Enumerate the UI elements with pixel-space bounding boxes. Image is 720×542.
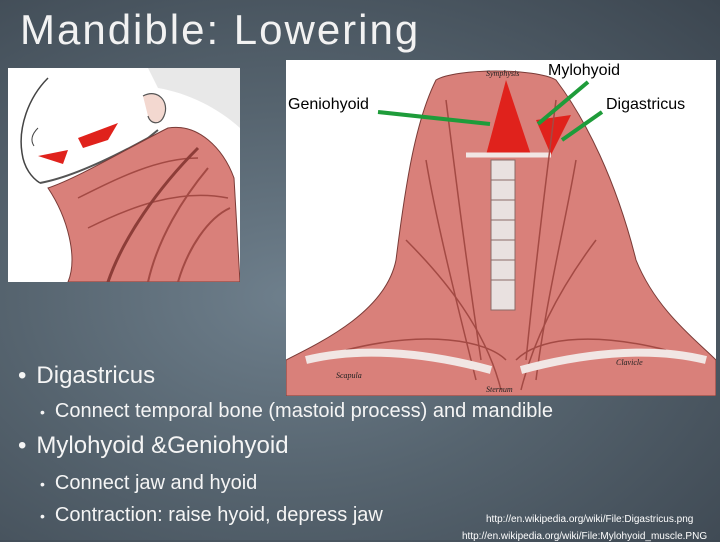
symphysis-label: Symphysis [486, 69, 519, 78]
digastricus-label: Digastricus [606, 96, 686, 113]
bullet-digastricus: •Digastricus [18, 362, 156, 389]
bullet-dot: • [40, 508, 45, 524]
side-neck-illustration [8, 68, 240, 282]
mylohyoid-label: Mylohyoid [548, 62, 621, 79]
digastricus-pointer [560, 110, 604, 142]
scapula-label: Scapula [336, 371, 362, 380]
digastricus-highlight [536, 115, 571, 155]
mylohyoid-highlight [486, 80, 531, 155]
geniohyoid-label: Geniohyoid [288, 96, 369, 113]
bullet-dot: • [40, 404, 45, 420]
bullet-dot: • [18, 432, 27, 459]
digastric-anterior-highlight [38, 150, 68, 164]
slide-title: Mandible: Lowering [20, 6, 421, 53]
source-link-mylohyoid[interactable]: http://en.wikipedia.org/wiki/File:Mylohy… [462, 531, 708, 542]
clavicle-label: Clavicle [616, 358, 643, 367]
bullet-dot: • [18, 362, 27, 389]
bullet-dot: • [40, 476, 45, 492]
geniohyoid-pointer [377, 110, 491, 126]
mylohyoid-pointer [536, 80, 590, 126]
front-neck-drawing: Symphysis Sternum Scapula Clavicle [286, 60, 716, 396]
source-link-digastricus[interactable]: http://en.wikipedia.org/wiki/File:Digast… [486, 514, 694, 525]
sub-bullet-jaw-hyoid: •Connect jaw and hyoid [40, 472, 258, 494]
digastric-posterior-highlight [78, 123, 118, 148]
bullet-mylohyoid-geniohyoid: •Mylohyoid &Geniohyoid [18, 432, 289, 459]
sternum-label: Sternum [486, 385, 513, 394]
sub-bullet-contraction: •Contraction: raise hyoid, depress jaw [40, 504, 383, 526]
front-neck-illustration: Symphysis Sternum Scapula Clavicle [286, 60, 716, 396]
sub-bullet-digastricus-connection: •Connect temporal bone (mastoid process)… [40, 400, 553, 422]
side-neck-drawing [8, 68, 240, 282]
